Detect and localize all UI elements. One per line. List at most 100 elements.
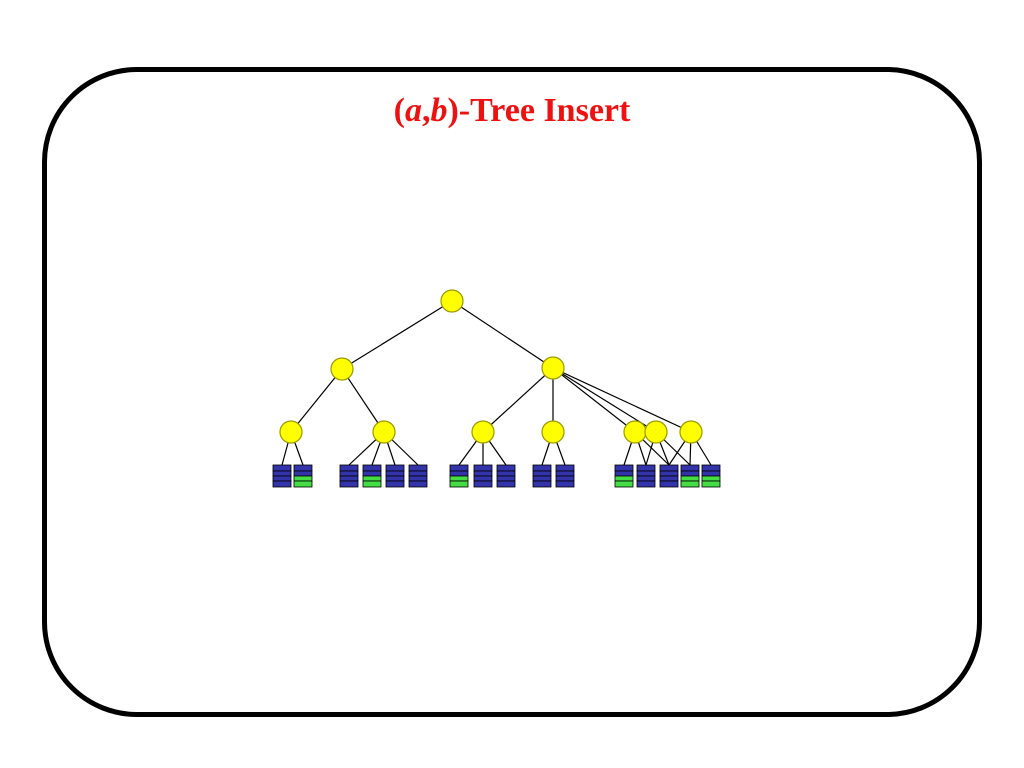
leaf-key-slot [636,475,656,482]
leaf-key-slot [614,464,634,472]
leaf-block [293,464,313,488]
title-rest: )-Tree Insert [447,92,631,129]
tree-edge [290,368,343,433]
leaf-block [473,464,493,488]
leaf-key-slot [408,464,428,472]
leaf-key-slot [532,464,552,472]
leaf-key-slot [680,470,700,477]
level2-node [541,420,565,444]
leaf-key-slot [272,480,292,488]
leaf-key-slot [496,464,516,472]
level2-node [471,420,495,444]
leaf-key-slot [659,480,679,488]
leaf-key-slot [293,475,313,482]
leaf-key-slot [293,480,313,488]
leaf-key-slot [449,470,469,477]
leaf-key-slot [293,470,313,477]
leaf-key-slot [532,470,552,477]
leaf-key-slot [614,470,634,477]
leaf-key-slot [272,464,292,472]
leaf-block [680,464,700,488]
leaf-key-slot [701,470,721,477]
level2-node [279,420,303,444]
leaf-key-slot [385,470,405,477]
leaf-key-slot [473,464,493,472]
slide-title: (a,b)-Tree Insert [0,92,1024,130]
tree-edge [341,368,385,433]
leaf-key-slot [636,470,656,477]
leaf-block [385,464,405,488]
leaf-block [496,464,516,488]
leaf-key-slot [339,464,359,472]
leaf-key-slot [659,470,679,477]
leaf-block [408,464,428,488]
title-var-a: a [404,92,422,129]
level2-node [644,420,668,444]
leaf-key-slot [449,464,469,472]
leaf-key-slot [701,480,721,488]
leaf-key-slot [449,475,469,482]
leaf-key-slot [555,480,575,488]
leaf-key-slot [636,480,656,488]
leaf-key-slot [701,475,721,482]
leaf-block [339,464,359,488]
leaf-key-slot [532,475,552,482]
leaf-block [614,464,634,488]
leaf-key-slot [362,464,382,472]
leaf-key-slot [496,480,516,488]
leaf-key-slot [555,464,575,472]
tree-edge [552,367,636,433]
level1-node [330,357,354,381]
leaf-key-slot [532,480,552,488]
leaf-key-slot [385,475,405,482]
leaf-key-slot [680,475,700,482]
level2-node [372,420,396,444]
title-var-b: b [430,92,448,129]
leaf-key-slot [272,470,292,477]
leaf-key-slot [496,470,516,477]
leaf-block [636,464,656,488]
leaf-key-slot [408,475,428,482]
leaf-key-slot [680,464,700,472]
leaf-key-slot [362,470,382,477]
tree-leaf-blocks [272,464,721,488]
leaf-block [701,464,721,488]
leaf-key-slot [339,480,359,488]
leaf-key-slot [496,475,516,482]
leaf-key-slot [339,470,359,477]
title-open-paren: ( [393,92,405,129]
slide-frame [42,67,982,717]
leaf-key-slot [473,470,493,477]
leaf-key-slot [473,475,493,482]
leaf-key-slot [362,475,382,482]
leaf-key-slot [680,480,700,488]
level2-node [623,420,647,444]
leaf-key-slot [293,464,313,472]
leaf-key-slot [362,480,382,488]
leaf-key-slot [659,464,679,472]
leaf-block [272,464,292,488]
root-node [440,289,464,313]
leaf-key-slot [408,480,428,488]
tree-edge [482,367,554,433]
leaf-key-slot [385,480,405,488]
leaf-key-slot [555,475,575,482]
leaf-block [532,464,552,488]
tree-edges [281,300,712,466]
leaf-block [362,464,382,488]
title-comma: , [421,92,431,129]
level2-node [679,420,703,444]
leaf-key-slot [659,475,679,482]
leaf-key-slot [473,480,493,488]
leaf-key-slot [449,480,469,488]
leaf-key-slot [614,480,634,488]
leaf-key-slot [339,475,359,482]
leaf-key-slot [614,475,634,482]
leaf-key-slot [385,464,405,472]
leaf-key-slot [701,464,721,472]
tree-nodes [279,289,703,444]
leaf-key-slot [555,470,575,477]
leaf-block [449,464,469,488]
tree-edge [451,300,554,369]
